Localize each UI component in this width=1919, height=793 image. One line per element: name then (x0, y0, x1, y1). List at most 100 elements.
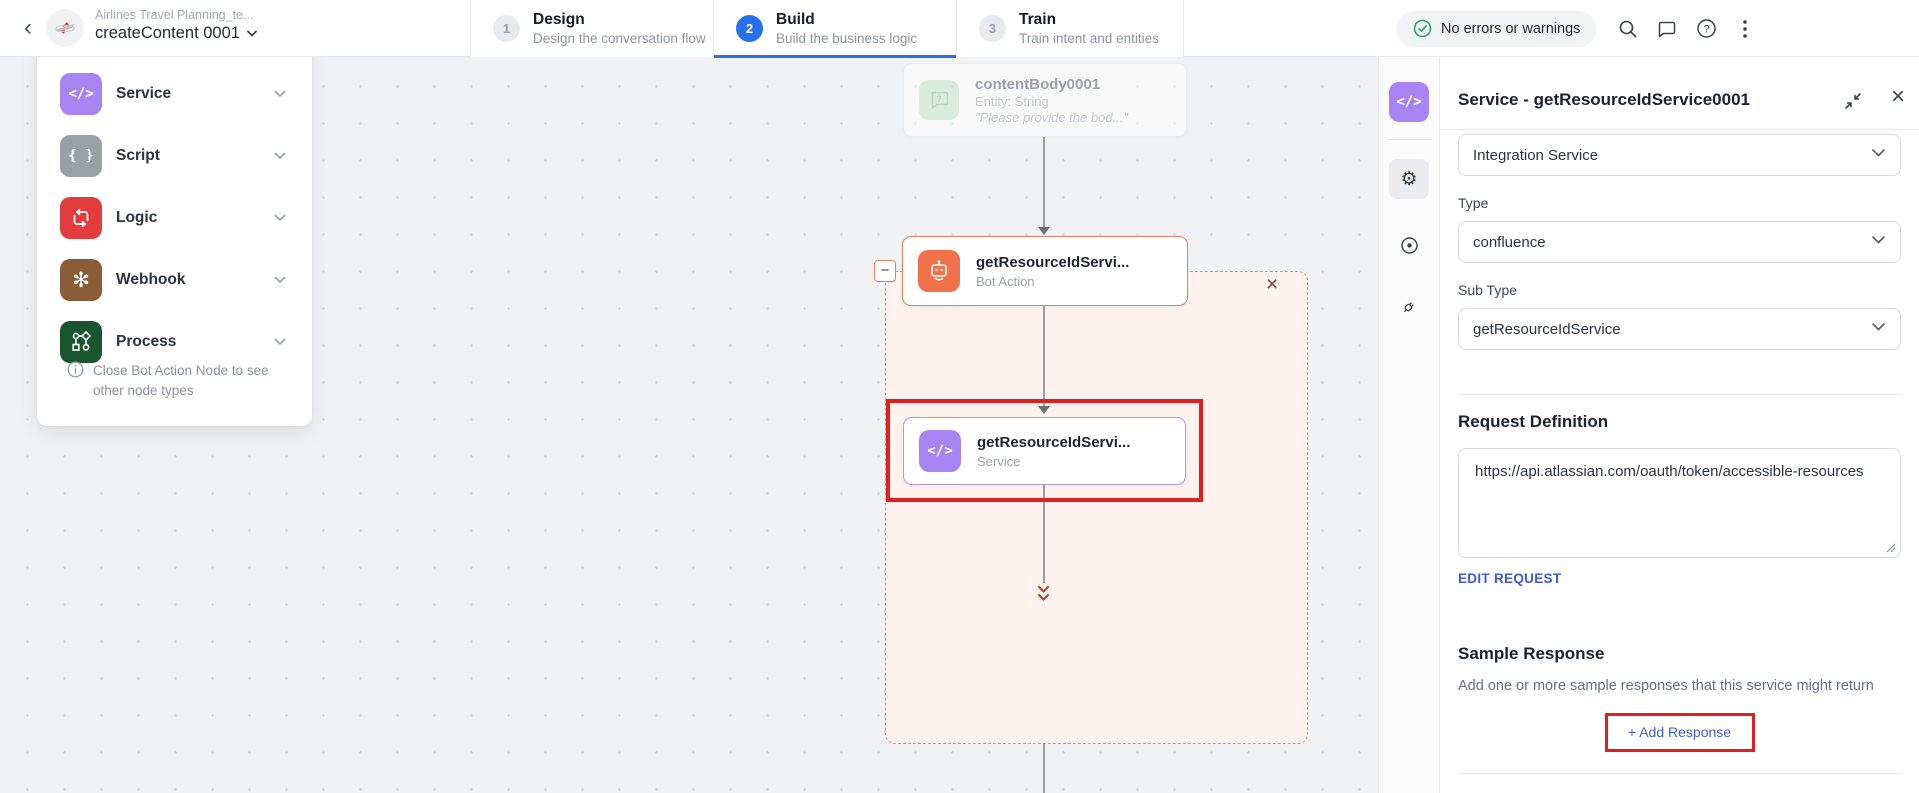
tab-train[interactable]: 3 Train Train intent and entities (956, 0, 1184, 57)
comment-icon (1659, 21, 1676, 37)
resize-handle-icon[interactable] (1885, 542, 1896, 553)
connector-anchor-icon[interactable] (1036, 585, 1051, 603)
rail-settings-tab[interactable]: ⚙ (1389, 159, 1429, 199)
help-icon: ? (1697, 19, 1716, 38)
node-bot-action[interactable]: getResourceIdServi... Bot Action (902, 236, 1188, 306)
topbar-actions: No errors or warnings (1396, 0, 1762, 57)
subtype-label: Sub Type (1458, 282, 1517, 298)
rail-service-tab[interactable]: </> (1389, 82, 1429, 122)
connector-line (1043, 306, 1045, 408)
chevron-down-icon (274, 152, 286, 160)
type-label: Type (1458, 195, 1489, 211)
palette-item-webhook[interactable]: ✻ Webhook (37, 253, 312, 307)
panel-rail: </> ⚙ (1378, 57, 1440, 793)
tab-design[interactable]: 1 Design Design the conversation flow (470, 0, 713, 57)
bot-action-node-icon (918, 250, 960, 292)
comments-button[interactable] (1650, 12, 1684, 46)
tab-label: Design (533, 11, 585, 28)
panel-title: Service - getResourceIdService0001 (1458, 90, 1751, 109)
sample-response-heading: Sample Response (1458, 644, 1605, 663)
chevron-down-icon (1872, 149, 1885, 157)
search-icon (1620, 20, 1637, 37)
node-prompt-preview: "Please provide the bod..." (975, 109, 1129, 125)
type-select[interactable]: confluence (1458, 221, 1901, 263)
node-content-body[interactable]: ? contentBody0001 Entity: String "Please… (903, 63, 1187, 137)
subtype-select-value: getResourceIdService (1473, 320, 1621, 338)
palette-info-note: Close Bot Action Node to see other node … (67, 361, 292, 400)
app-name: Airlines Travel Planning_te... (95, 8, 254, 22)
back-button[interactable]: ‹ (14, 14, 42, 42)
script-icon: { } (60, 135, 102, 177)
chevron-down-icon (274, 276, 286, 284)
connector-line (1043, 485, 1045, 583)
chevron-down-icon (274, 214, 286, 222)
check-circle-icon (1413, 19, 1432, 38)
connector-line (1043, 137, 1045, 233)
connector-arrow (1038, 406, 1050, 414)
rail-divider (1388, 139, 1432, 140)
type-select-value: confluence (1473, 233, 1546, 251)
gear-icon: ⚙ (1400, 168, 1418, 190)
close-panel-button[interactable]: × (1884, 83, 1912, 111)
chevron-down-icon (1872, 236, 1885, 244)
code-icon: </> (1396, 94, 1422, 110)
logic-icon (60, 197, 102, 239)
task-title-row[interactable]: createContent 0001 (95, 24, 257, 43)
stepper-tabs: 1 Design Design the conversation flow 2 … (470, 0, 1184, 58)
loop-icon (73, 208, 89, 228)
node-title: getResourceIdServi... (976, 253, 1130, 271)
plug-icon (1403, 302, 1414, 313)
bot-avatar (46, 9, 84, 47)
rail-connections-tab[interactable] (1389, 225, 1429, 265)
status-text: No errors or warnings (1441, 20, 1581, 37)
highlight-box-add-response: + Add Response (1604, 712, 1755, 752)
chevron-down-icon (274, 90, 286, 98)
palette-item-logic[interactable]: Logic (37, 191, 312, 245)
bottom-divider (1458, 772, 1901, 774)
integration-select[interactable]: Integration Service (1458, 134, 1901, 176)
panel-body: Integration Service Type confluence Sub … (1440, 130, 1919, 774)
braces-glyph: { } (68, 148, 94, 164)
tab-label: Train (1019, 11, 1057, 28)
service-icon: </> (60, 73, 102, 115)
node-service[interactable]: </> getResourceIdServi... Service (903, 417, 1186, 485)
palette-item-label: Process (116, 333, 177, 350)
collapse-bot-action-button[interactable]: − (874, 260, 896, 282)
expand-panel-button[interactable] (1844, 89, 1868, 113)
tab-subtitle: Train intent and entities (1019, 31, 1159, 46)
target-icon (1400, 236, 1418, 254)
tab-subtitle: Build the business logic (776, 31, 918, 46)
sample-response-description: Add one or more sample responses that th… (1458, 678, 1874, 694)
tab-label: Build (776, 11, 815, 28)
edit-request-link[interactable]: EDIT REQUEST (1458, 571, 1562, 586)
palette-item-label: Service (116, 85, 172, 102)
palette-item-label: Script (116, 147, 160, 164)
node-title: contentBody0001 (975, 75, 1101, 93)
connector-arrow (1038, 227, 1050, 235)
svg-text:?: ? (936, 94, 942, 104)
add-response-button[interactable]: + Add Response (1627, 724, 1732, 741)
close-bot-action-button[interactable]: × (1266, 273, 1279, 296)
palette-item-label: Logic (116, 209, 158, 226)
top-bar: ‹ Airlines Travel Planning_te... createC… (0, 0, 1919, 58)
rail-instance-tab[interactable] (1389, 287, 1429, 327)
integration-select-value: Integration Service (1473, 146, 1599, 164)
connector-line (1043, 744, 1045, 793)
step-number: 2 (736, 15, 763, 42)
palette-item-label: Webhook (116, 271, 186, 288)
tab-build[interactable]: 2 Build Build the business logic (713, 0, 956, 58)
help-button[interactable]: ? (1689, 12, 1723, 46)
request-definition-textarea[interactable]: https://api.atlassian.com/oauth/token/ac… (1458, 448, 1901, 558)
palette-item-process[interactable]: Process (37, 315, 312, 369)
subtype-select[interactable]: getResourceIdService (1458, 308, 1901, 350)
palette-item-script[interactable]: { } Script (37, 129, 312, 183)
bot-action-container (885, 271, 1308, 744)
search-button[interactable] (1611, 12, 1645, 46)
node-entity-type: Entity: String (975, 93, 1049, 109)
more-menu-button[interactable] (1728, 12, 1762, 46)
chat-question-icon: ? (931, 91, 949, 109)
palette-item-service[interactable]: </> Service (37, 67, 312, 121)
status-badge[interactable]: No errors or warnings (1396, 10, 1598, 47)
collapse-icon (1845, 93, 1861, 109)
